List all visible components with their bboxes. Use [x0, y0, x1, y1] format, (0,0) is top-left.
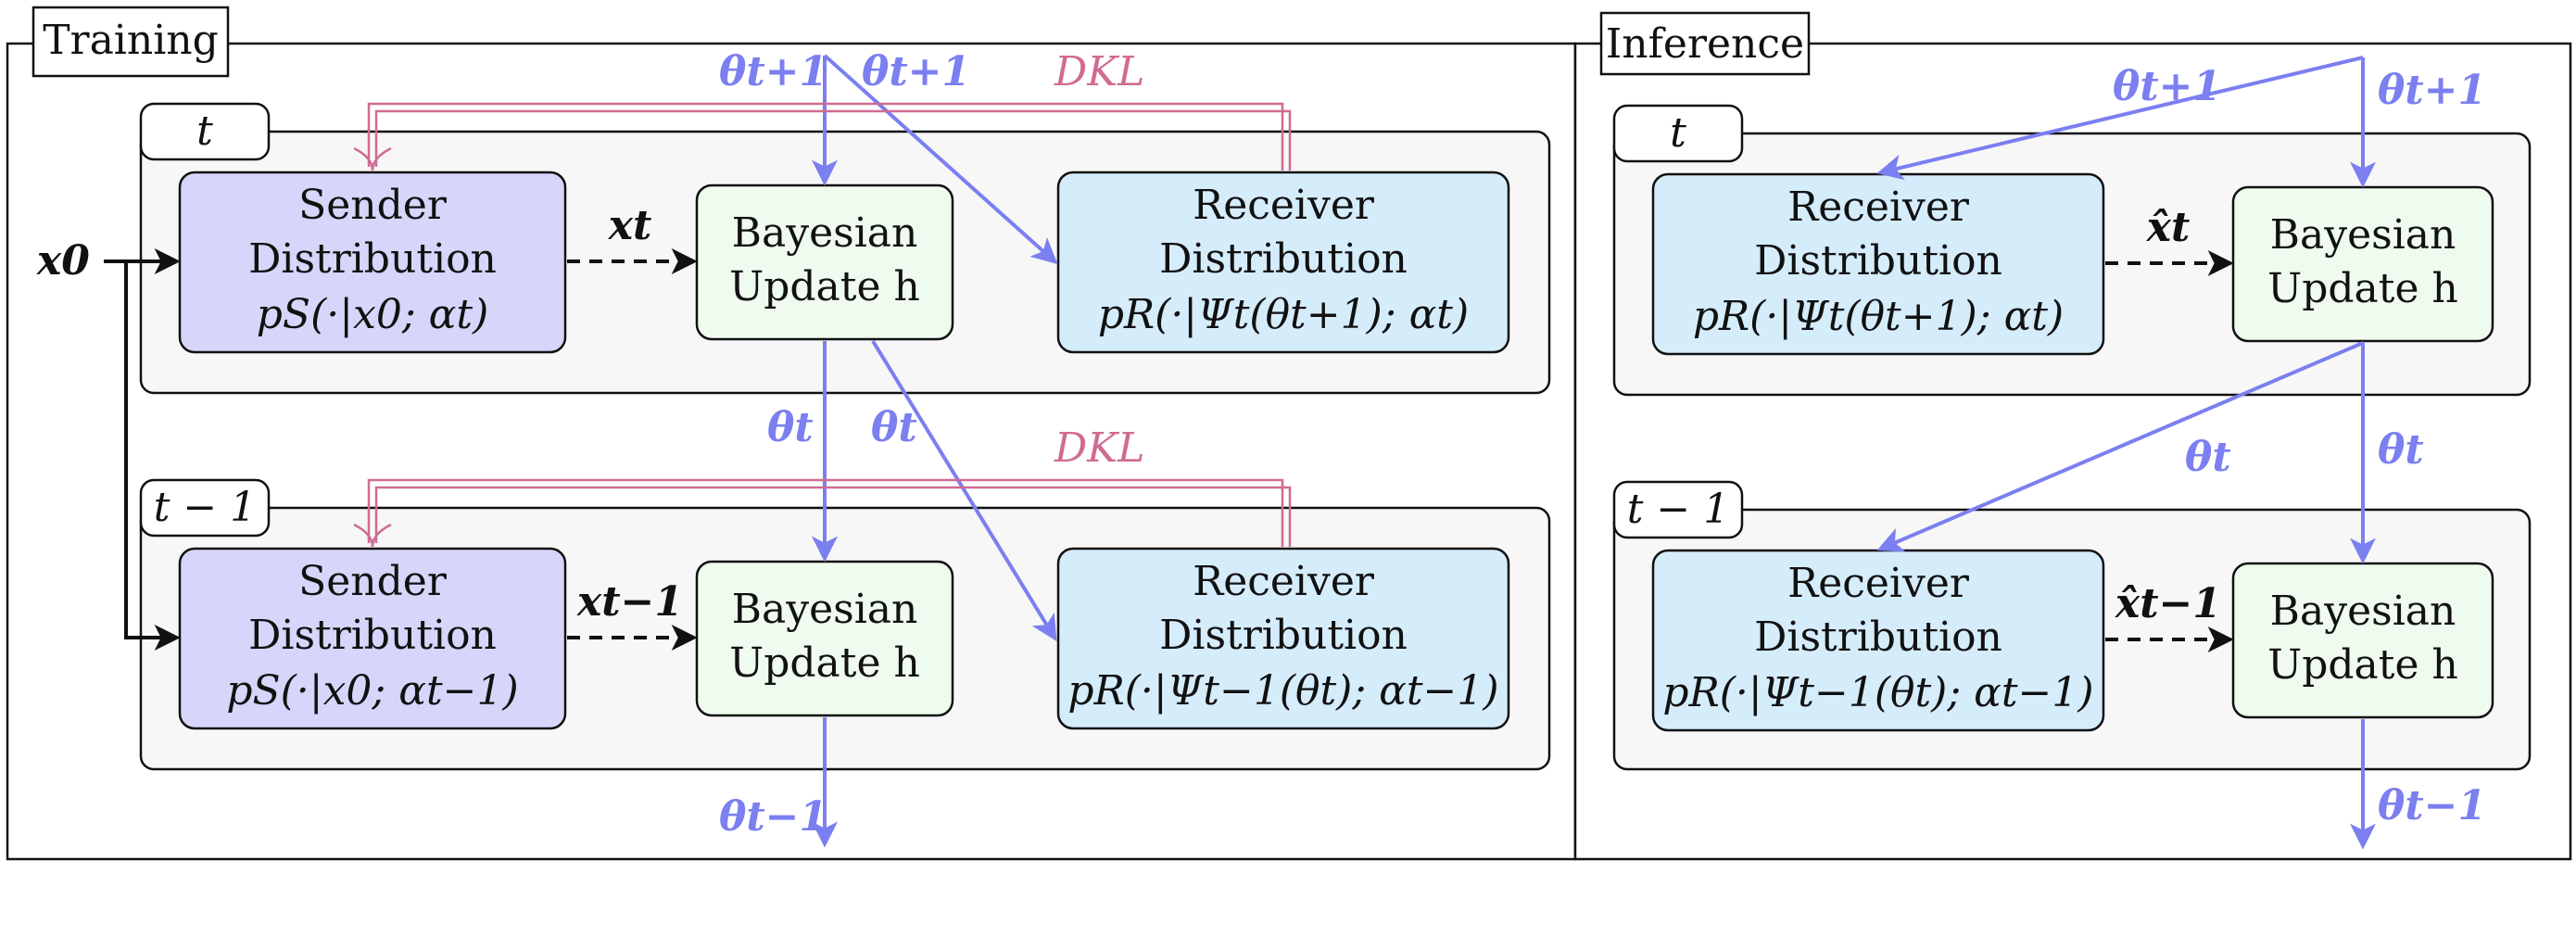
- node-title: Bayesian: [2270, 211, 2456, 259]
- node-title: Update h: [729, 263, 920, 310]
- inference-title: Inference: [1606, 20, 1804, 68]
- bayes-node-train-t: Bayesian Update h: [695, 183, 954, 341]
- training-tag: [32, 6, 230, 78]
- node-formula: pR(·|Ψt−1(θt); αt−1): [1067, 667, 1498, 715]
- step-label: t: [196, 108, 213, 155]
- bayes-node-inf-t-minus-1: Bayesian Update h: [2231, 562, 2494, 719]
- node-title: Update h: [2267, 265, 2458, 312]
- sender-node-t: Sender Distribution pS(·|x0; αt): [178, 171, 567, 354]
- bayes-node-inf-t: Bayesian Update h: [2231, 185, 2494, 343]
- node-formula: pS(·|x0; αt−1): [226, 667, 518, 715]
- receiver-node-inf-t: Receiver Distribution pR(·|Ψt(θt+1); αt): [1651, 172, 2105, 356]
- theta-t1-label: θt+1: [2113, 63, 2221, 110]
- sender-node-t-minus-1: Sender Distribution pS(·|x0; αt−1): [178, 547, 567, 730]
- node-title: Distribution: [248, 612, 497, 659]
- node-formula: pR(·|Ψt(θt+1); αt): [1693, 293, 2064, 340]
- step-tag: [139, 102, 271, 161]
- theta-t1-label: θt+1: [862, 48, 970, 95]
- kl-edge-t: [353, 102, 1292, 171]
- node-title: Receiver: [1193, 558, 1375, 605]
- node-title: Distribution: [1159, 612, 1408, 659]
- node-title: Distribution: [1159, 235, 1408, 283]
- xhat-t1-label: x̂t−1: [2115, 580, 2221, 627]
- theta-t-label: θt: [2185, 434, 2231, 481]
- receiver-node-inf-t-minus-1: Receiver Distribution pR(·|Ψt−1(θt); αt−…: [1651, 549, 2105, 732]
- xhat-t-label: x̂t: [2146, 204, 2191, 251]
- node-title: Bayesian: [2270, 588, 2456, 635]
- kl-edge-t-minus-1: [353, 478, 1292, 548]
- node-title: Receiver: [1787, 560, 1970, 607]
- step-tag: [1612, 480, 1744, 539]
- node-title: Sender: [298, 558, 448, 605]
- theta-t1-label: θt+1: [719, 48, 827, 95]
- xt1-label: xt−1: [576, 578, 683, 626]
- training-title: Training: [43, 17, 219, 64]
- step-label: t: [1670, 109, 1686, 157]
- dkl-label: DKL: [1054, 48, 1144, 95]
- inference-tag: [1599, 11, 1811, 76]
- dkl-label: DKL: [1054, 424, 1144, 472]
- x0-label: x0: [36, 237, 90, 285]
- node-formula: pR(·|Ψt−1(θt); αt−1): [1662, 669, 2093, 716]
- node-formula: pR(·|Ψt(θt+1); αt): [1098, 291, 1469, 338]
- node-title: Distribution: [1754, 614, 2002, 661]
- theta-tm1-label: θt−1: [2378, 782, 2486, 829]
- theta-edges-inference: [1876, 56, 2376, 850]
- theta-t-label: θt: [2378, 426, 2424, 474]
- step-tag: [139, 478, 271, 538]
- node-title: Bayesian: [732, 586, 918, 633]
- theta-t1-label: θt+1: [2378, 67, 2486, 114]
- step-label: t − 1: [154, 484, 257, 531]
- theta-t-label: θt: [767, 404, 814, 451]
- bayes-node-train-t-minus-1: Bayesian Update h: [695, 560, 954, 717]
- step-tag: [1612, 104, 1744, 163]
- x0-input-edges: x0: [36, 237, 181, 651]
- node-title: Receiver: [1193, 182, 1375, 229]
- node-title: Update h: [729, 639, 920, 687]
- node-title: Bayesian: [732, 209, 918, 257]
- step-label: t − 1: [1627, 486, 1730, 533]
- receiver-node-train-t-minus-1: Receiver Distribution pR(·|Ψt−1(θt); αt−…: [1056, 547, 1510, 730]
- node-title: Sender: [298, 182, 448, 229]
- receiver-node-train-t: Receiver Distribution pR(·|Ψt(θt+1); αt): [1056, 171, 1510, 354]
- xt-label: xt: [608, 202, 652, 249]
- theta-t-label: θt: [871, 404, 917, 451]
- node-formula: pS(·|x0; αt): [257, 291, 488, 338]
- node-title: Update h: [2267, 641, 2458, 689]
- theta-edges-training: [812, 54, 1058, 848]
- node-title: Distribution: [248, 235, 497, 283]
- node-title: Distribution: [1754, 237, 2002, 285]
- node-title: Receiver: [1787, 183, 1970, 231]
- theta-tm1-label: θt−1: [719, 793, 827, 841]
